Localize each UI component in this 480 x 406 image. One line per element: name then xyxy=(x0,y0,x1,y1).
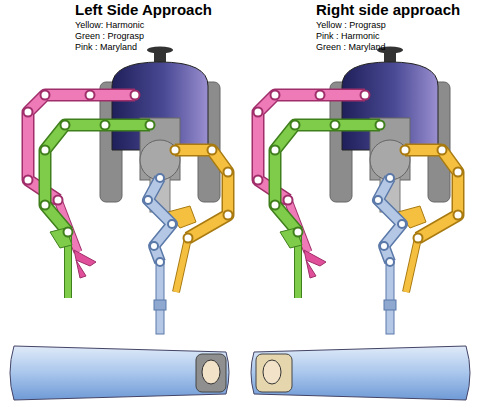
headrest xyxy=(196,354,226,392)
patient-bed xyxy=(251,346,470,400)
instrument-key: Green : Prograsp xyxy=(75,32,144,42)
instrument-key: Green : Maryland xyxy=(316,43,386,53)
patient-head xyxy=(202,360,220,384)
patient-head xyxy=(263,360,281,384)
patient-bed xyxy=(10,346,229,400)
robot-left xyxy=(24,47,233,335)
panel-heading: Right side approach xyxy=(316,2,460,19)
robot-right xyxy=(254,47,463,335)
headrest xyxy=(256,354,292,392)
instrument-key: Pink : Maryland xyxy=(75,43,137,53)
instrument-key: Yellow : Prograsp xyxy=(316,21,386,31)
instrument-key: Pink : Harmonic xyxy=(316,32,380,42)
panel-heading: Left Side Approach xyxy=(75,2,212,19)
instrument-key: Yellow: Harmonic xyxy=(75,21,144,31)
